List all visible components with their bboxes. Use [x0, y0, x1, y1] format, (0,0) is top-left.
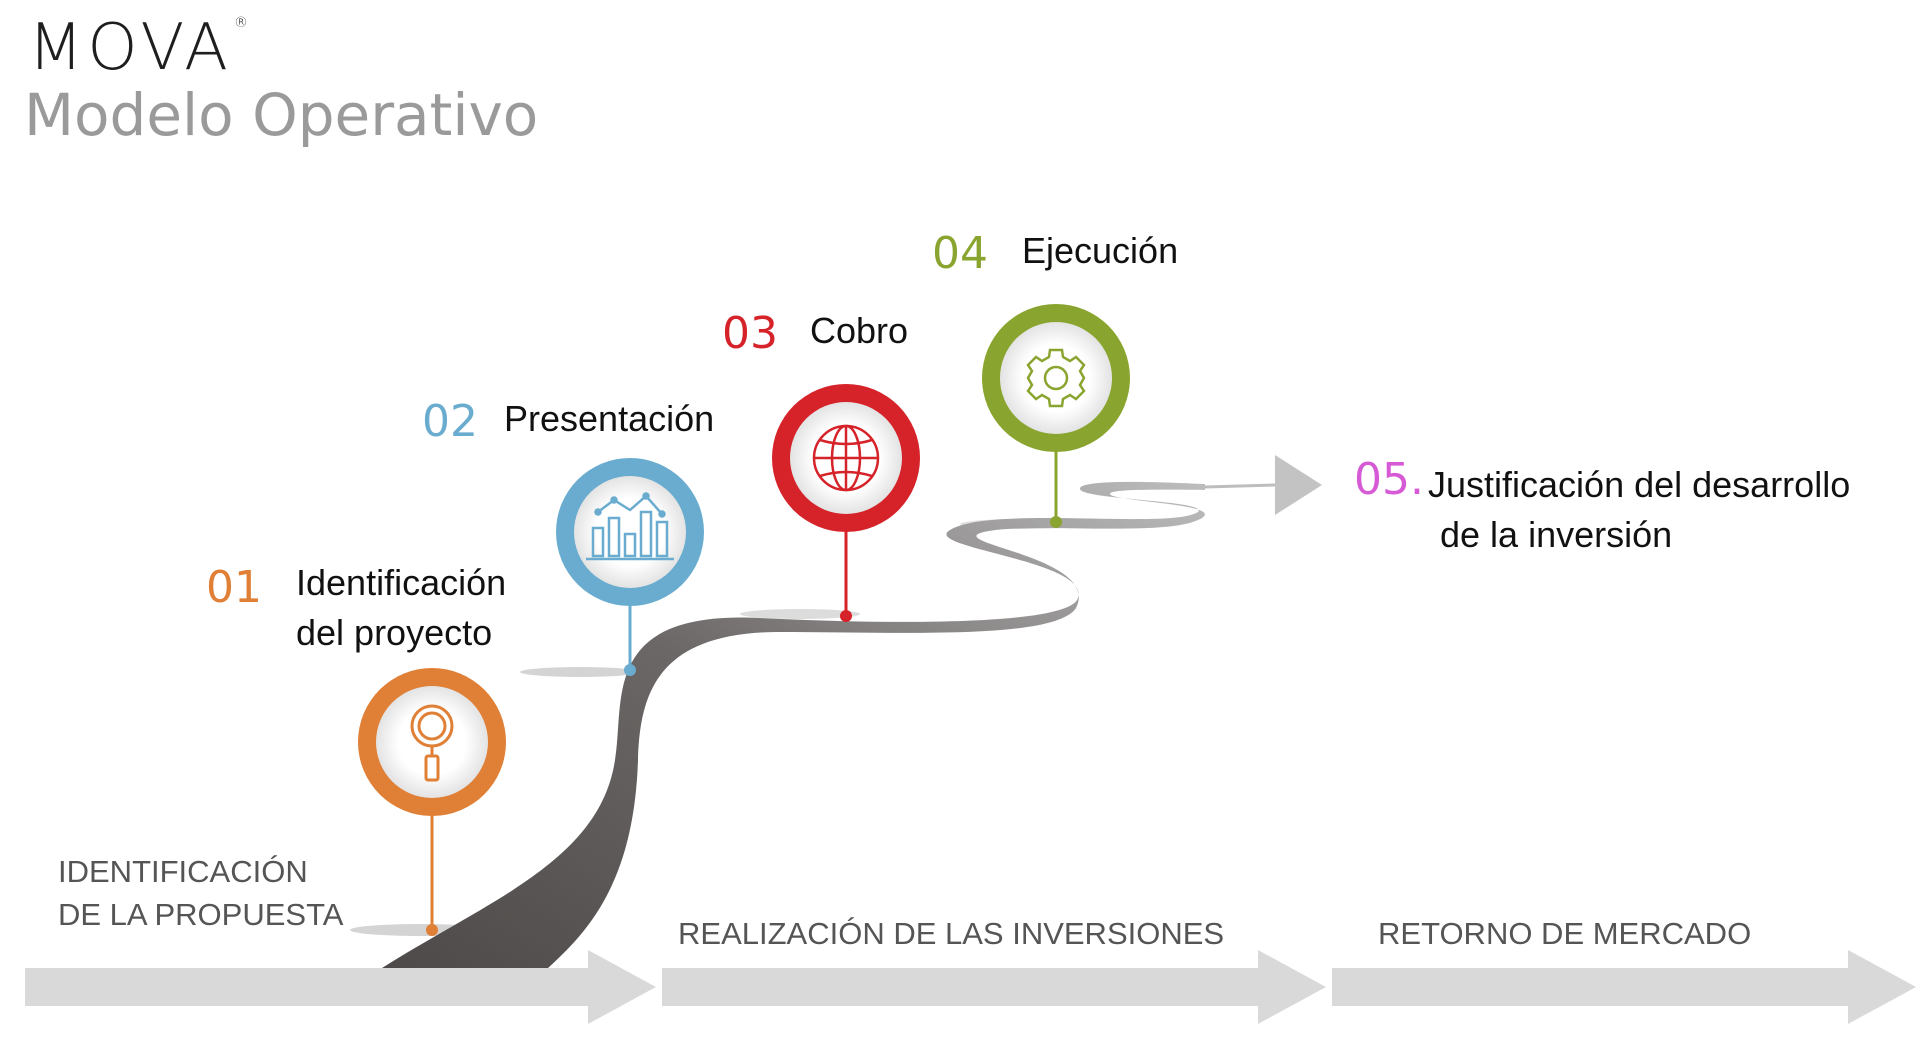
- step-03-number: 03: [722, 308, 778, 359]
- phase-arrow-1: [25, 950, 656, 1024]
- step-05-label-line1: Justificación del desarrollo: [1428, 464, 1851, 505]
- brand-logo: MOVA®: [28, 16, 252, 80]
- phase-2-label: REALIZACIÓN DE LAS INVERSIONES: [678, 916, 1225, 951]
- phase-1-label: IDENTIFICACIÓN DE LA PROPUESTA: [58, 850, 343, 937]
- road-end-arrow: [1275, 455, 1322, 515]
- step-01-label-line2: del proyecto: [296, 612, 493, 654]
- step-05-label-line2: de la inversión: [1440, 514, 1673, 556]
- pin-shadow: [520, 667, 640, 677]
- step-04-pin: [982, 304, 1130, 528]
- page-title: Modelo Operativo: [24, 81, 539, 149]
- step-04-number: 04: [932, 228, 988, 279]
- gear-icon: [1026, 348, 1086, 408]
- winding-road: [382, 481, 1205, 968]
- step-05-number: 05.: [1354, 454, 1424, 505]
- logo-wordmark: MOVA: [28, 11, 232, 85]
- phase-1-line1: IDENTIFICACIÓN: [58, 854, 308, 889]
- phase-arrow-2: [662, 950, 1326, 1024]
- pin-shadow: [740, 609, 860, 619]
- step-01-label: Identificación del proyecto: [296, 558, 506, 659]
- step-03-label: Cobro: [810, 310, 909, 351]
- step-01-number: 01: [206, 562, 262, 613]
- step-02-number: 02: [422, 396, 478, 447]
- phase-3-label: RETORNO DE MERCADO: [1378, 916, 1752, 951]
- bar-chart-icon: [586, 492, 674, 561]
- step-02-label: Presentación: [504, 398, 715, 439]
- step-03-pin: [772, 384, 920, 622]
- phase-1-line2: DE LA PROPUESTA: [58, 897, 344, 933]
- step-01-label-line1: Identificación: [296, 562, 507, 603]
- step-01-pin: [358, 668, 506, 936]
- phase-arrow-3: [1332, 950, 1916, 1024]
- magnifier-icon: [410, 704, 454, 782]
- step-04-label: Ejecución: [1022, 230, 1179, 271]
- step-05-label: Justificación del desarrollo de la inver…: [1428, 460, 1850, 561]
- globe-icon: [812, 424, 880, 492]
- road-connector-line: [1204, 483, 1276, 489]
- registered-mark: ®: [233, 15, 252, 31]
